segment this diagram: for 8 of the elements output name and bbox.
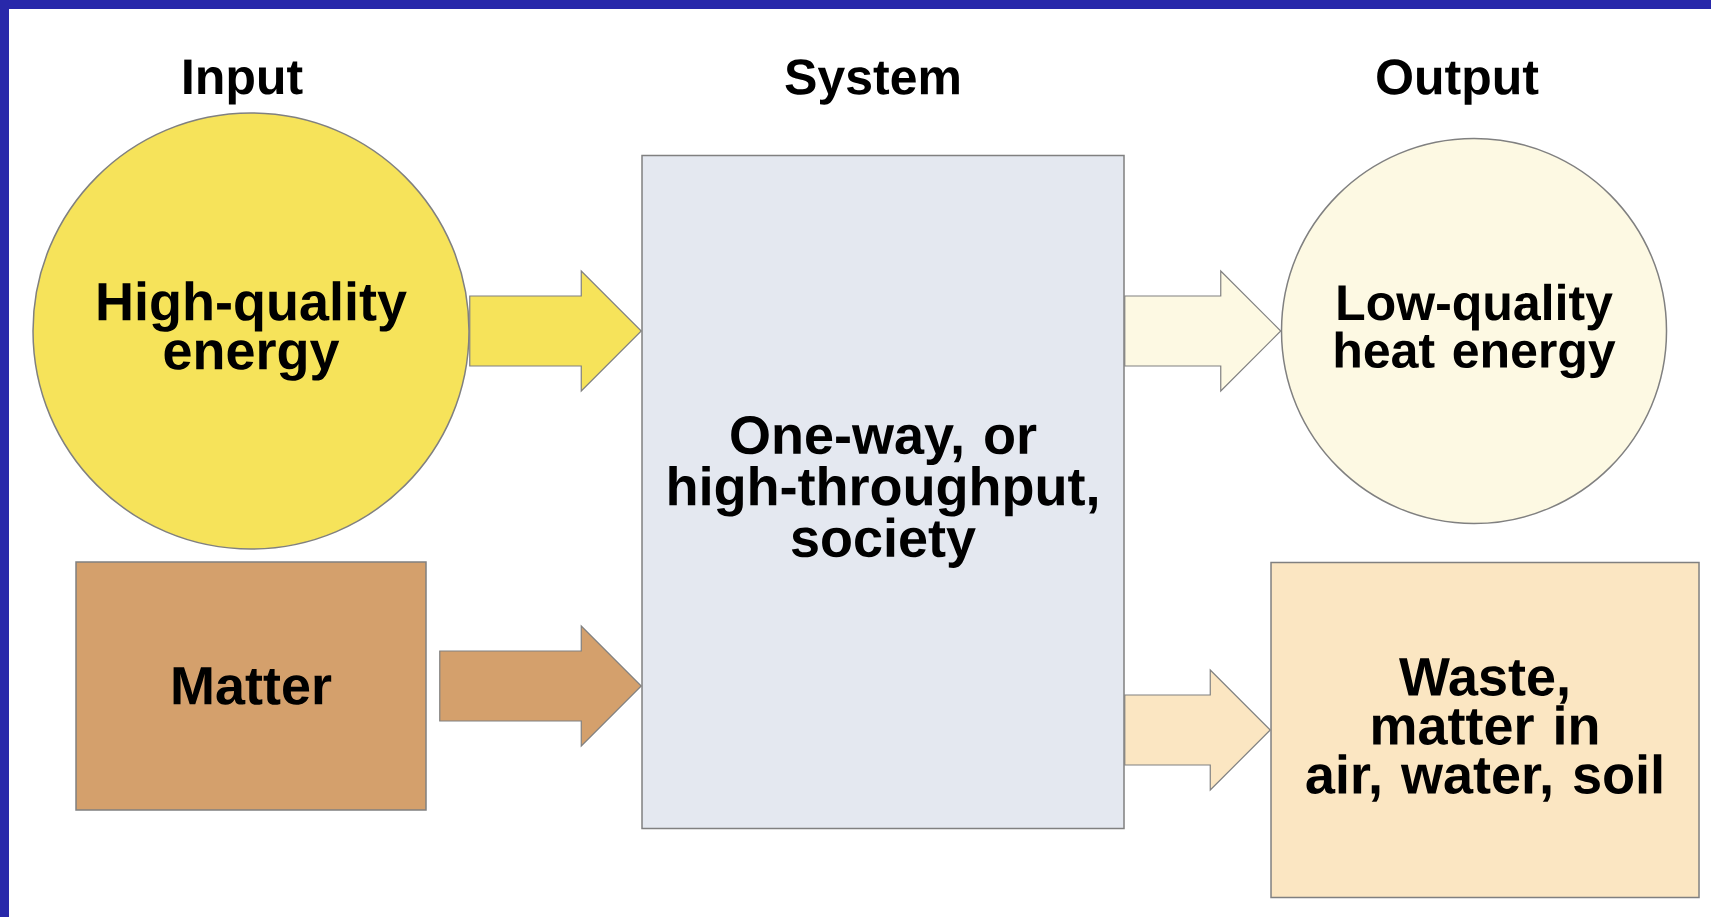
block-arrow [469, 269, 643, 393]
column-heading: System [785, 59, 959, 105]
block-arrow [439, 624, 643, 748]
waste-box: Waste, matter in air, water, soil [1270, 561, 1700, 899]
matter-box: Matter [75, 561, 427, 811]
block-arrow [1124, 668, 1272, 792]
block-arrow [1124, 269, 1282, 393]
system-box: One-way, or high-throughput, society [641, 154, 1125, 830]
